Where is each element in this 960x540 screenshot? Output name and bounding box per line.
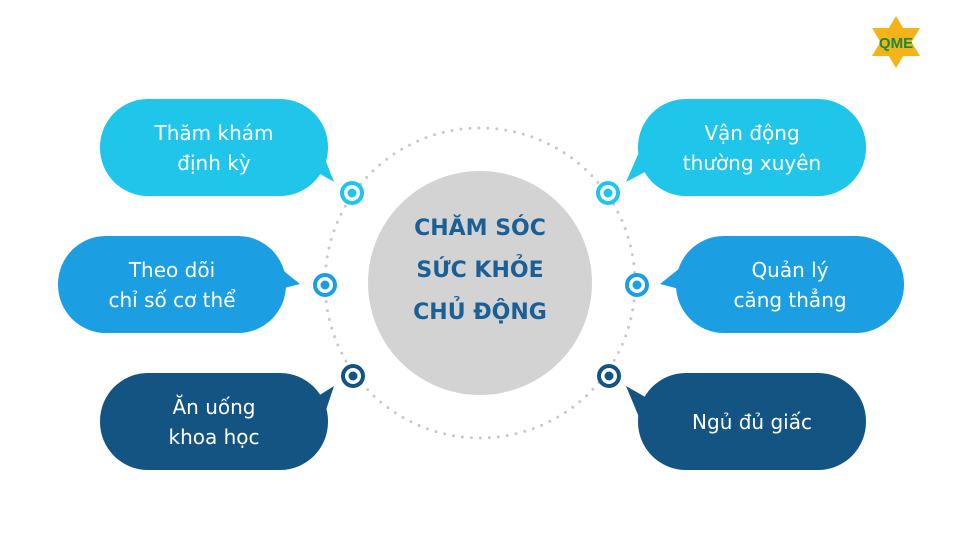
node-center-dot: [348, 371, 358, 381]
star-of-david-logo-icon: QME: [868, 14, 924, 70]
node-center-dot: [320, 280, 330, 290]
node-theo-doi: [313, 273, 337, 297]
connector-nodes: [313, 181, 649, 388]
node-ngu-du-giac: [597, 364, 621, 388]
node-van-dong: [596, 181, 620, 205]
node-an-uong: [341, 364, 365, 388]
node-center-dot: [632, 280, 642, 290]
node-center-dot: [604, 371, 614, 381]
bubble-ngu-du-giac: Ngủ đủ giấc: [638, 373, 866, 470]
center-circle: [368, 171, 592, 395]
center-title: CHĂM SÓC SỨC KHỎE CHỦ ĐỘNG: [413, 216, 547, 325]
node-tham-kham: [340, 181, 364, 205]
node-center-dot: [603, 188, 613, 198]
logo-triangle-down: [872, 28, 920, 68]
node-center-dot: [347, 188, 357, 198]
node-quan-ly: [625, 273, 649, 297]
logo-text: QME: [879, 35, 913, 52]
